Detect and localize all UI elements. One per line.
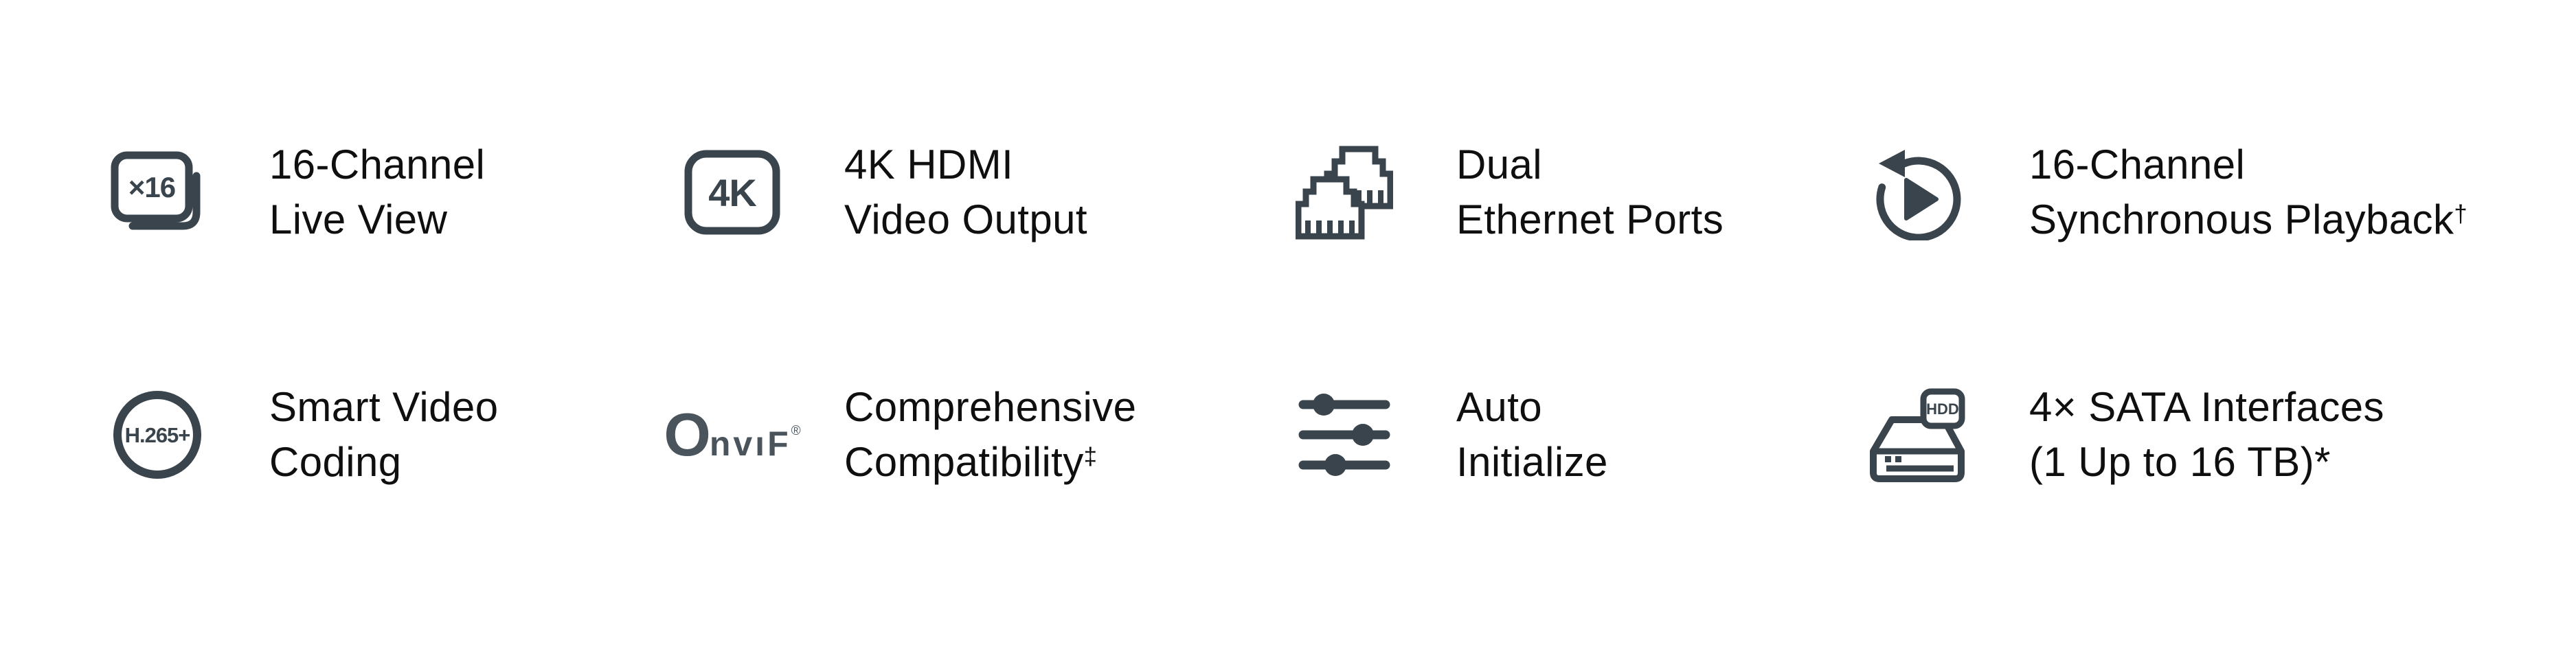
footnote-marker: † [2454,201,2468,228]
registered-mark-icon: ® [791,424,801,438]
feature-line-2: Video Output [844,196,1087,242]
feature-line-1: Smart Video [269,384,499,430]
feature-line-2: Ethernet Ports [1456,196,1724,242]
feature-label: 16-Channel Synchronous Playback† [2029,137,2467,247]
onvif-letters-nvif: nvıF [709,425,791,463]
feature-line-2: Compatibility‡ [844,439,1098,485]
dual-ethernet-ports-icon [1262,144,1427,241]
feature-label: Dual Ethernet Ports [1456,137,1724,247]
feature-line-1: 16-Channel [2029,142,2246,188]
h265-circle-icon: H.265+ [75,386,240,484]
feature-sync-playback: 16-Channel Synchronous Playback† [1835,131,2576,254]
feature-line-2: (1 Up to 16 TB)* [2029,439,2331,485]
feature-line-1: Auto [1456,384,1543,430]
playback-rotate-icon [1835,144,2000,240]
hdd-badge-label: HDD [1926,400,1959,418]
onvif-letter-o: O [664,400,710,468]
feature-sata-interfaces: HDD 4× SATA Interfaces (1 Up to 16 TB)* [1835,373,2576,497]
feature-line-2: Initialize [1456,439,1608,485]
x16-badge-label: ×16 [128,171,175,203]
feature-label: Auto Initialize [1456,380,1608,490]
feature-label: 16-Channel Live View [269,137,485,247]
h265-badge-label: H.265+ [125,423,190,447]
feature-line-1: 16-Channel [269,142,486,188]
feature-line-2: Synchronous Playback† [2029,196,2468,242]
feature-dual-ethernet: Dual Ethernet Ports [1262,131,1835,254]
feature-label: Comprehensive Compatibility‡ [844,380,1136,490]
footnote-marker: ‡ [1083,443,1098,471]
feature-live-view: ×16 16-Channel Live View [75,131,650,254]
feature-4k-hdmi: 4K 4K HDMI Video Output [650,131,1262,254]
4k-badge-icon: 4K [650,144,815,240]
multi-channel-live-view-icon: ×16 [75,144,240,240]
feature-label: 4× SATA Interfaces (1 Up to 16 TB)* [2029,380,2384,490]
feature-smart-video-coding: H.265+ Smart Video Coding [75,373,650,497]
feature-line-1: Dual [1456,142,1542,188]
feature-line-1: 4× SATA Interfaces [2029,384,2384,430]
feature-label: 4K HDMI Video Output [844,137,1087,247]
feature-auto-initialize: Auto Initialize [1262,373,1835,497]
feature-line-1: Comprehensive [844,384,1137,430]
feature-grid: ×16 16-Channel Live View 4K 4K HDMI Vide… [75,131,2576,497]
hdd-drive-icon: HDD [1835,383,2000,486]
sliders-icon [1262,387,1427,483]
feature-label: Smart Video Coding [269,380,498,490]
4k-badge-label: 4K [708,171,756,214]
feature-line-2: Coding [269,439,402,485]
feature-line-2: Live View [269,196,448,242]
feature-line-1: 4K HDMI [844,142,1014,188]
